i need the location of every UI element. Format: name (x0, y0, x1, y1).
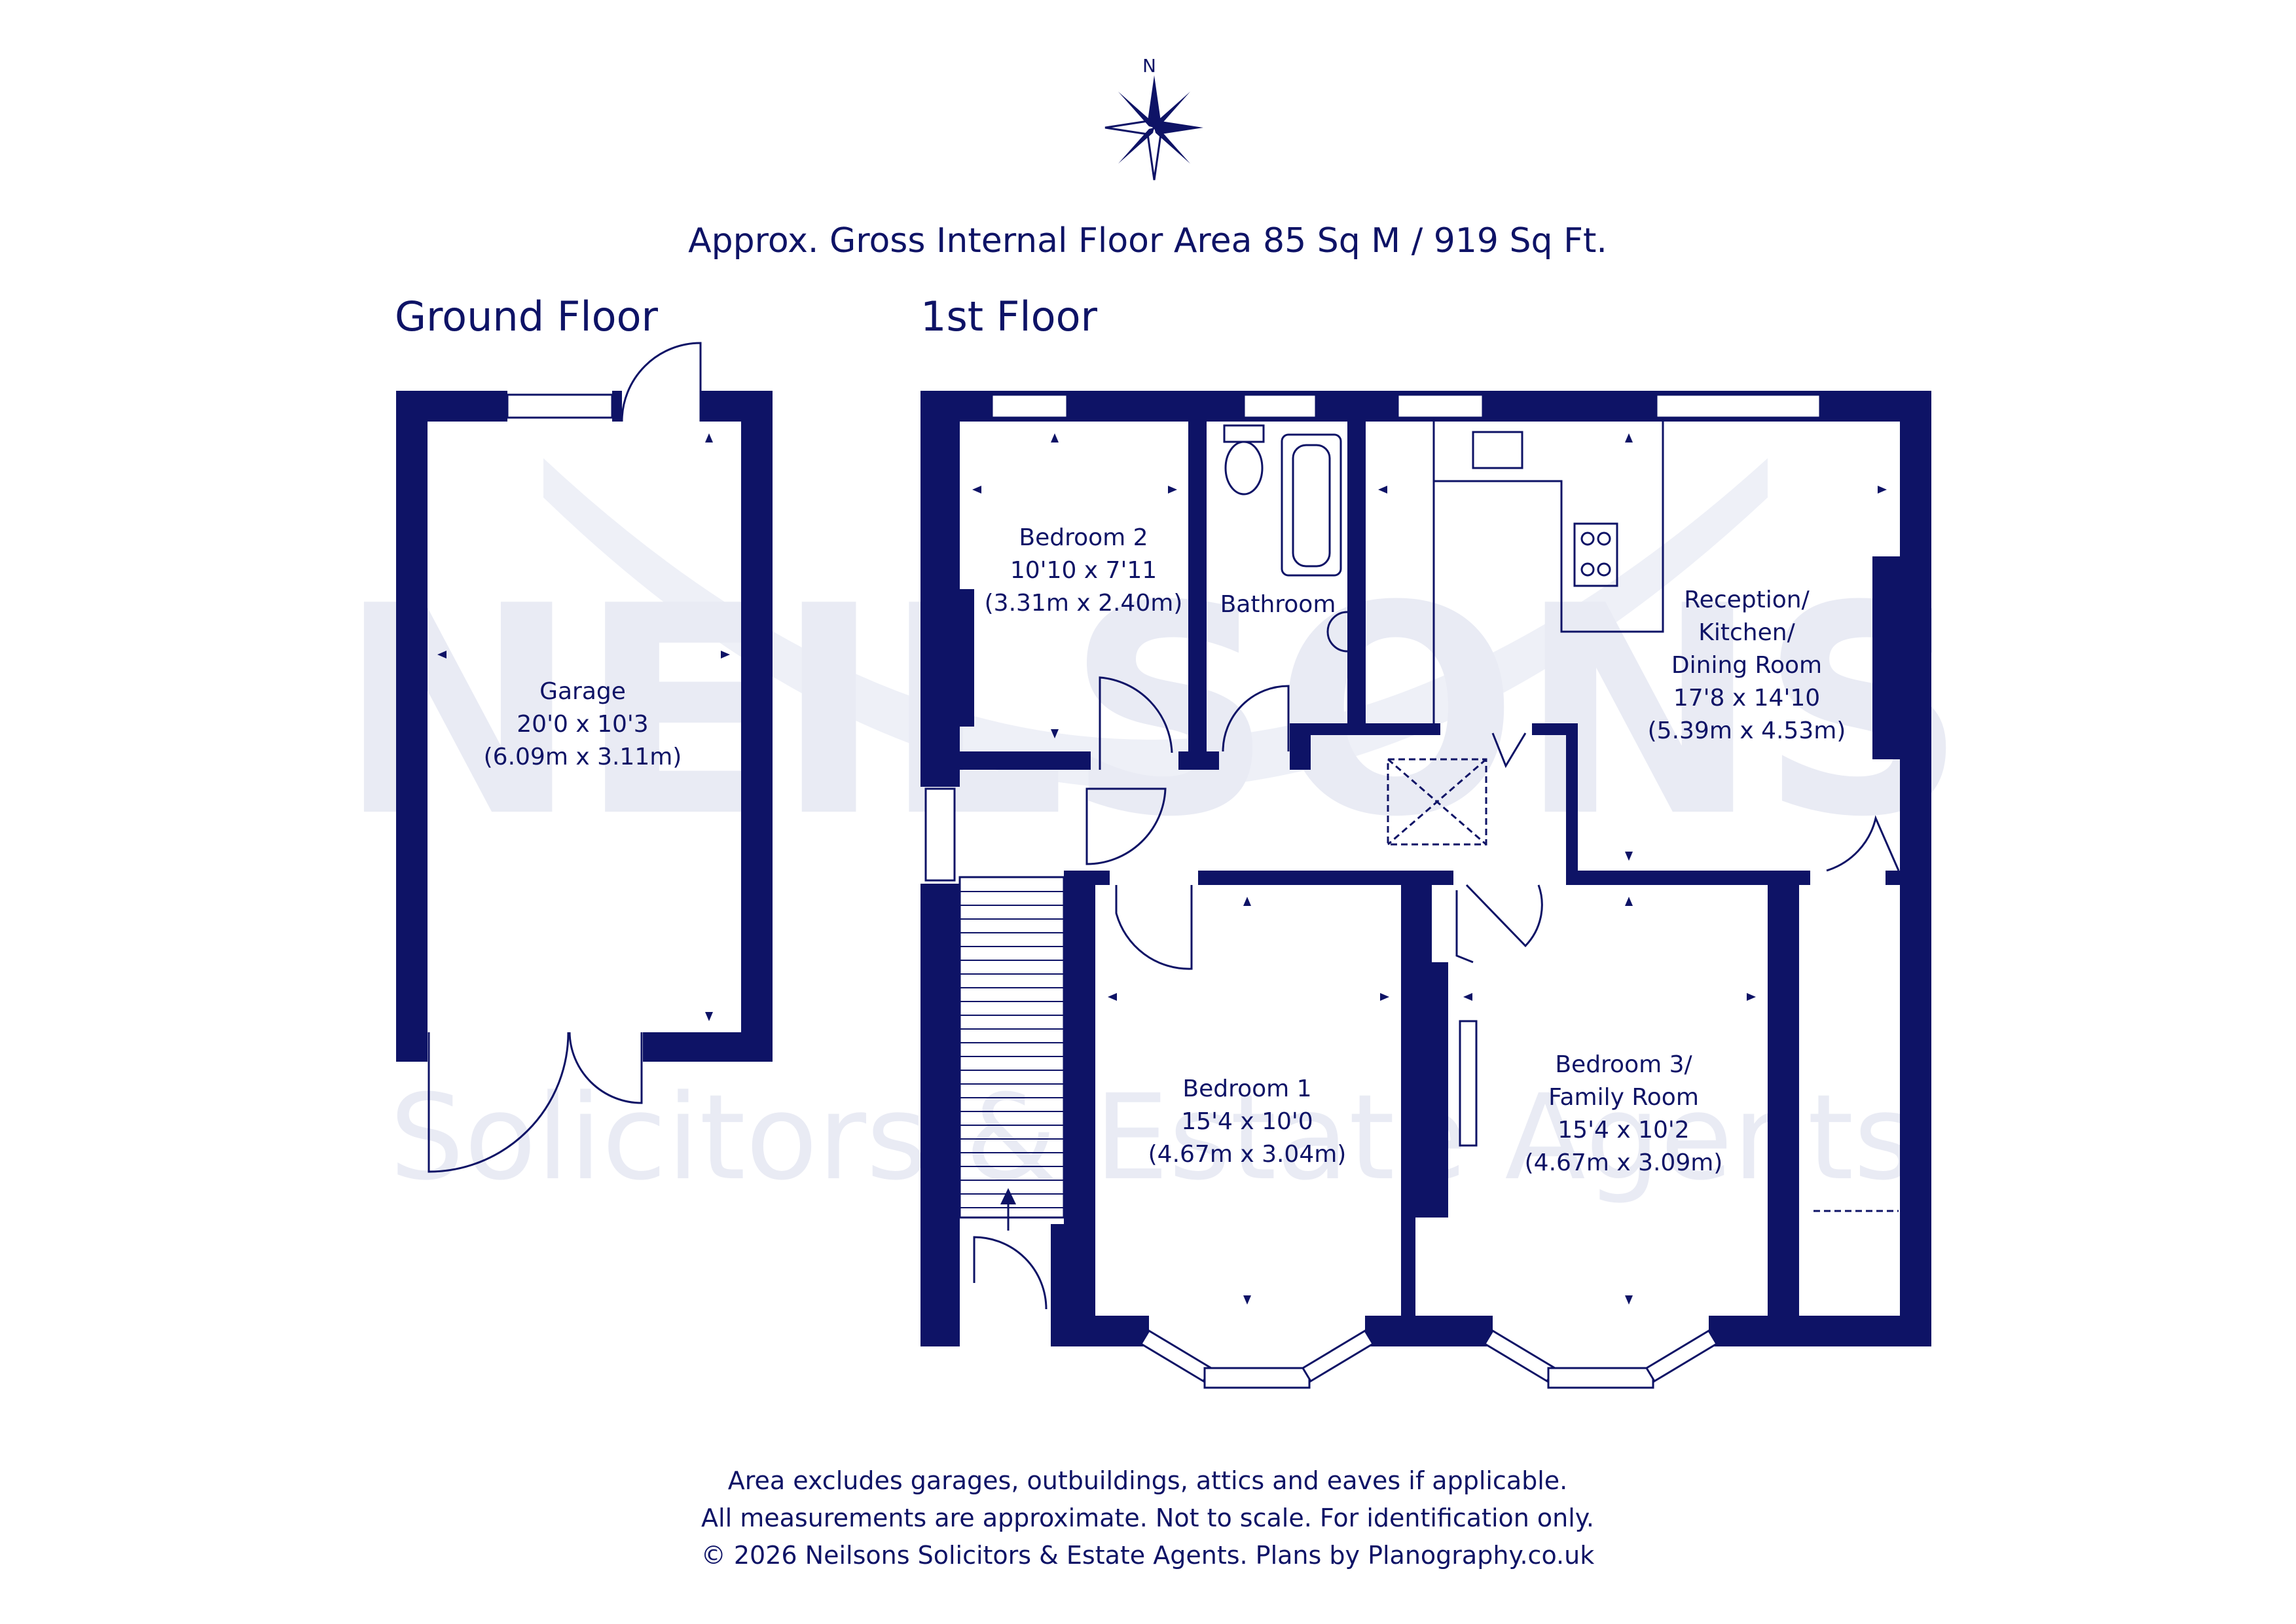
footer-line2: All measurements are approximate. Not to… (701, 1504, 1594, 1532)
first-floor-heading: 1st Floor (920, 293, 1098, 340)
bay-window-b3-right (1645, 1329, 1719, 1383)
kitchen-window-1 (1396, 393, 1484, 419)
bathroom-fittings (1223, 424, 1348, 653)
dimension-arrow-icon (1051, 729, 1059, 738)
bedroom3-line2: Family Room (1548, 1084, 1699, 1111)
first-floor-plan (920, 391, 1931, 1389)
garage-imperial: 20'0 x 10'3 (517, 711, 648, 738)
bathtub (1281, 433, 1342, 577)
wash-basin (1326, 611, 1348, 653)
kitchen-door (1491, 732, 1527, 768)
reception-line2: Kitchen/ (1698, 619, 1795, 646)
watermark-tagline: Solicitors & Estate Agents (390, 1070, 1915, 1206)
kitchen-units (1432, 422, 1664, 723)
cupboard-door (1826, 815, 1900, 872)
garage-door-left (428, 1032, 570, 1173)
garage-label: Garage 20'0 x 10'3 (6.09m x 3.11m) (484, 678, 682, 770)
garage-door-right (568, 1032, 643, 1104)
garage-window (506, 393, 613, 419)
compass-icon: N (1104, 55, 1203, 181)
radiator (1459, 1020, 1478, 1147)
bay-window-b1-right (1301, 1329, 1375, 1383)
ground-floor-plan (396, 342, 773, 1173)
bedroom3-line1: Bedroom 3/ (1555, 1051, 1692, 1078)
bedroom1-metric: (4.67m x 3.04m) (1148, 1141, 1347, 1168)
garage-rear-door (621, 342, 702, 422)
dimension-arrow-icon (1878, 486, 1887, 494)
toilet-cistern (1223, 424, 1265, 443)
kitchen-window-2 (1655, 393, 1821, 419)
bedroom2-name: Bedroom 2 (1019, 524, 1148, 551)
dimension-arrow-icon (1168, 486, 1177, 494)
dimension-arrow-icon (1463, 993, 1472, 1001)
bedroom2-metric: (3.31m x 2.40m) (985, 590, 1183, 617)
dimension-arrow-icon (705, 1012, 713, 1021)
garage-name: Garage (539, 678, 626, 705)
garage-metric: (6.09m x 3.11m) (484, 744, 682, 770)
bathroom-window (1243, 393, 1317, 419)
toilet-bowl (1224, 441, 1264, 496)
reception-line1: Reception/ (1684, 586, 1810, 613)
dimension-arrow-icon (705, 433, 713, 442)
landing-door (1085, 787, 1167, 865)
watermark: NEILSONS Solicitors & Estate Agents (338, 458, 1967, 1206)
bedroom3-label: Bedroom 3/ Family Room 15'4 x 10'2 (4.67… (1525, 1051, 1723, 1176)
dimension-arrow-icon (1625, 897, 1633, 906)
ground-floor-heading: Ground Floor (395, 293, 659, 340)
dimension-arrow-icon (1108, 993, 1117, 1001)
reception-line3: Dining Room (1671, 652, 1822, 679)
dimension-arrow-icon (721, 651, 730, 659)
dimension-arrow-icon (437, 651, 446, 659)
bedroom3-door (1465, 884, 1543, 948)
bay-window-b1-left (1139, 1329, 1213, 1383)
bedroom3-imperial: 15'4 x 10'2 (1558, 1117, 1689, 1144)
bay-window-b1-center (1203, 1367, 1311, 1389)
dimension-arrow-icon (1625, 852, 1633, 861)
compass-north-label: N (1142, 55, 1156, 77)
area-title: Approx. Gross Internal Floor Area 85 Sq … (688, 221, 1607, 261)
kitchen-sink (1472, 431, 1523, 469)
landing-window (924, 787, 956, 882)
bay-window-b3-center (1547, 1367, 1654, 1389)
bedroom1-name: Bedroom 1 (1182, 1075, 1311, 1102)
dimension-markers (437, 433, 1887, 1305)
dimension-arrow-icon (1747, 993, 1756, 1001)
bay-window-b3-left (1483, 1329, 1557, 1383)
bedroom2-imperial: 10'10 x 7'11 (1010, 557, 1157, 584)
dimension-arrow-icon (1625, 1295, 1633, 1305)
staircase (958, 876, 1065, 1219)
bedroom2-door (1099, 676, 1173, 770)
bedroom3-metric: (4.67m x 3.09m) (1525, 1149, 1723, 1176)
bedroom3-wardrobe-door (1455, 890, 1474, 964)
bedroom1-imperial: 15'4 x 10'0 (1181, 1108, 1313, 1135)
watermark-logo: NEILSONS (338, 545, 1967, 880)
dimension-arrow-icon (1243, 897, 1251, 906)
bedroom2-window (991, 393, 1068, 419)
front-entrance-door (973, 1236, 1048, 1310)
dimension-arrow-icon (1625, 433, 1633, 442)
dimension-arrow-icon (1380, 993, 1389, 1001)
bedroom1-label: Bedroom 1 15'4 x 10'0 (4.67m x 3.04m) (1148, 1075, 1347, 1168)
bedroom2-label: Bedroom 2 10'10 x 7'11 (3.31m x 2.40m) (985, 524, 1183, 617)
bathroom-name: Bathroom (1220, 591, 1336, 618)
hob (1573, 522, 1618, 587)
dimension-arrow-icon (1243, 1295, 1251, 1305)
footer-line1: Area excludes garages, outbuildings, att… (728, 1466, 1568, 1495)
dimension-arrow-icon (972, 486, 981, 494)
footer-line3: © 2026 Neilsons Solicitors & Estate Agen… (701, 1541, 1594, 1570)
dimension-arrow-icon (1378, 486, 1387, 494)
reception-metric: (5.39m x 4.53m) (1648, 717, 1846, 744)
bedroom1-door (1115, 885, 1193, 970)
reception-imperial: 17'8 x 14'10 (1673, 685, 1820, 712)
bathroom-door (1222, 685, 1290, 752)
reception-label: Reception/ Kitchen/ Dining Room 17'8 x 1… (1648, 586, 1846, 744)
loft-hatch (1387, 758, 1487, 846)
dimension-arrow-icon (1051, 433, 1059, 442)
